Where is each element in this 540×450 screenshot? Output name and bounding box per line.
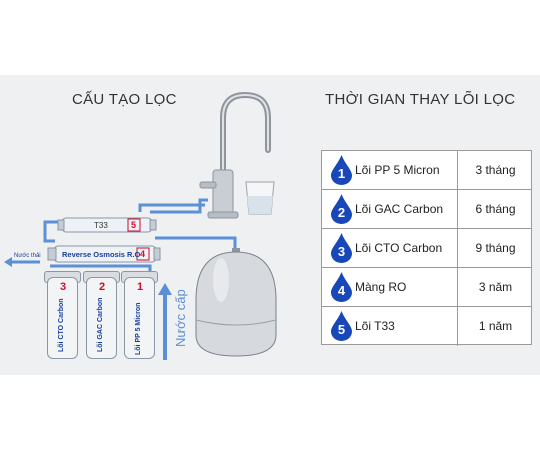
replacement-table: 1 Lõi PP 5 Micron 3 tháng 2 Lõi GAC Carb… <box>321 150 532 346</box>
cartridge-3-label: Lõi CTO Carbon <box>58 298 65 352</box>
water-drop-icon <box>331 272 352 302</box>
membrane-number: 4 <box>140 249 146 259</box>
filter-name: Lõi T33 <box>355 319 395 333</box>
membrane-number-box <box>136 247 150 261</box>
filter-name: Màng RO <box>355 280 407 294</box>
row-number: 2 <box>337 205 346 220</box>
pipe-membrane-to-tank <box>155 236 237 248</box>
replacement-time: 3 tháng <box>475 163 516 177</box>
table-row: 3 Lõi CTO Carbon 9 tháng <box>322 229 531 268</box>
membrane-label: Reverse Osmosis R.O <box>62 250 141 259</box>
faucet-lever <box>199 181 217 189</box>
replacement-time: 3 năm <box>478 280 513 294</box>
row-number: 1 <box>337 166 346 181</box>
storage-tank <box>195 248 277 357</box>
pipe-top-loop <box>138 203 205 212</box>
drain-arrow <box>4 257 12 267</box>
cartridge-1 <box>124 277 155 359</box>
replacement-time: 6 tháng <box>475 202 516 216</box>
faucet <box>220 91 271 213</box>
column-divider <box>457 151 458 189</box>
cartridge-3 <box>47 277 78 359</box>
cartridge-1-number: 1 <box>136 281 144 293</box>
t33-label: T33 <box>94 221 108 230</box>
row-number: 3 <box>337 244 346 259</box>
column-divider <box>457 268 458 306</box>
cartridge-2-number: 2 <box>98 281 106 293</box>
table-row: 1 Lõi PP 5 Micron 3 tháng <box>322 151 531 190</box>
column-divider <box>457 229 458 267</box>
row-number: 4 <box>337 283 346 298</box>
drain-label: Nước thải <box>14 253 41 259</box>
cartridge-2 <box>86 277 117 359</box>
water-drop-icon <box>331 311 352 341</box>
feed-arrow-head <box>158 283 172 295</box>
pipe-t33-down <box>43 220 60 243</box>
water-drop-icon <box>331 155 352 185</box>
cartridge-2-label: Lõi GAC Carbon <box>97 297 104 352</box>
feed-arrow-shaft <box>163 292 167 360</box>
filter-name: Lõi GAC Carbon <box>355 202 444 216</box>
structure-heading: CẤU TẠO LỌC <box>72 91 177 108</box>
t33-number-box <box>127 218 141 232</box>
replacement-time: 9 tháng <box>475 241 516 255</box>
row-number: 5 <box>337 322 346 337</box>
replacement-time: 1 năm <box>478 319 513 333</box>
table-row: 4 Màng RO 3 năm <box>322 268 531 307</box>
column-divider <box>457 307 458 346</box>
cartridge-3-number: 3 <box>59 281 67 293</box>
column-divider <box>457 190 458 228</box>
table-row: 2 Lõi GAC Carbon 6 tháng <box>322 190 531 229</box>
faucet-body <box>212 169 234 216</box>
filter-name: Lõi PP 5 Micron <box>355 163 440 177</box>
water-drop-icon <box>331 233 352 263</box>
filter-name: Lõi CTO Carbon <box>355 241 443 255</box>
replacement-time-heading: THỜI GIAN THAY LÕI LỌC <box>325 91 516 108</box>
t33-number: 5 <box>131 220 137 230</box>
cartridge-1-label: Lõi PP 5 Micron <box>135 302 142 355</box>
table-row: 5 Lõi T33 1 năm <box>322 307 531 346</box>
faucet-base <box>207 211 239 219</box>
water-drop-icon <box>331 194 352 224</box>
feed-label: Nước cấp <box>173 289 188 347</box>
